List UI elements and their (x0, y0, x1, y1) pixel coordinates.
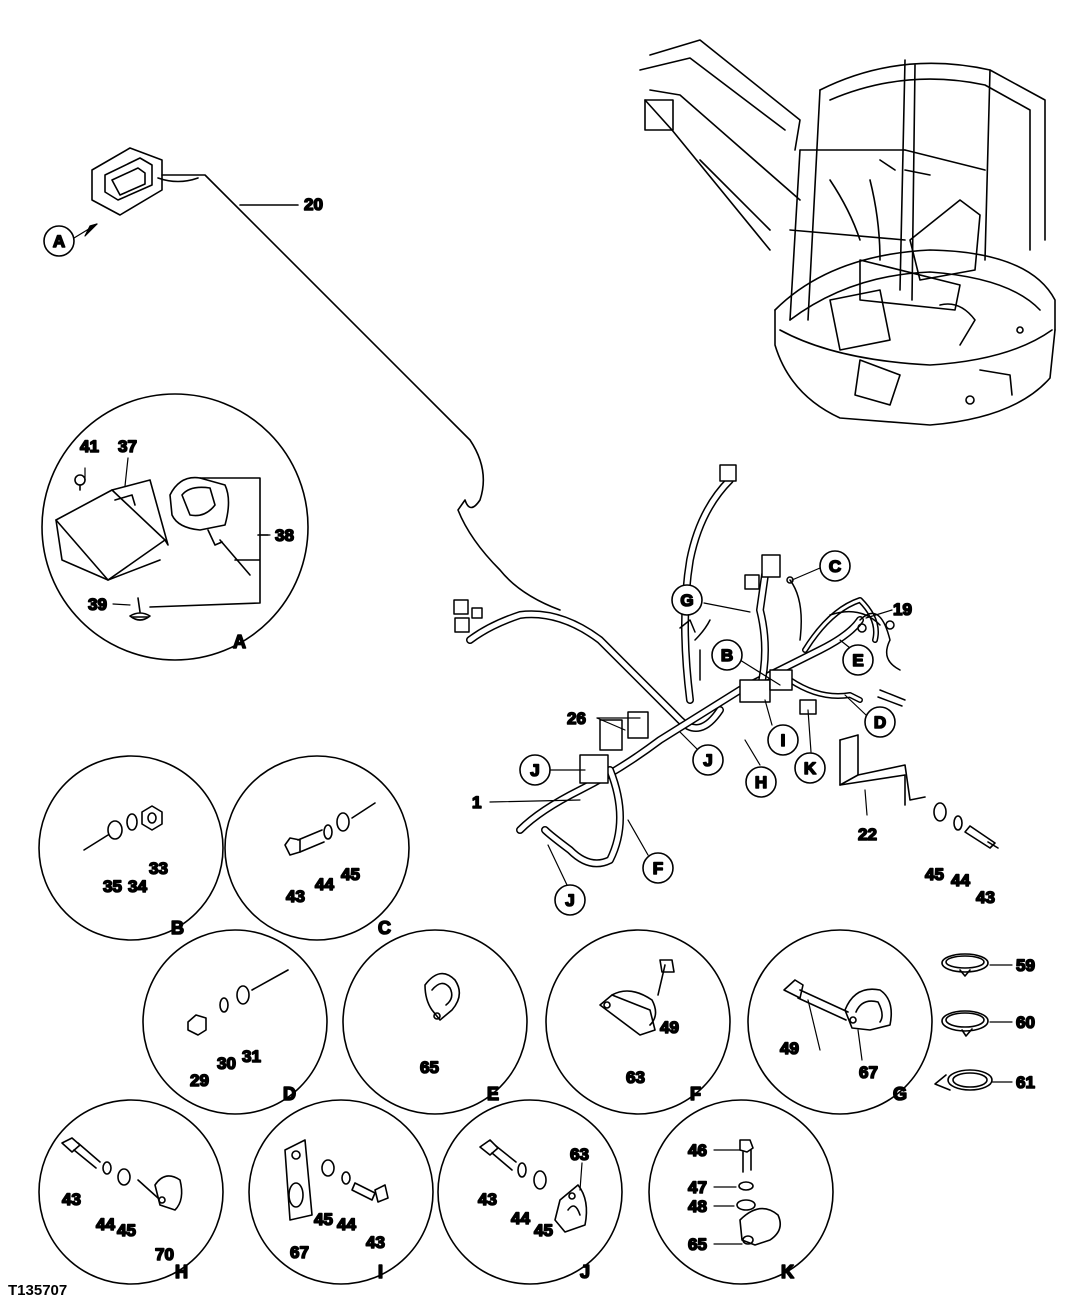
detail-d-part-31: 31 (242, 1047, 261, 1066)
detail-c-part-44: 44 (315, 875, 334, 894)
callout-c: C (829, 557, 841, 576)
leader-lines (73, 223, 1013, 1245)
part-number-59: 59 (1016, 956, 1035, 975)
detail-a-drawing (55, 474, 269, 621)
detail-j-part-43: 43 (478, 1190, 497, 1209)
callout-j-bottom: J (565, 891, 574, 910)
detail-b-part-33: 33 (149, 859, 168, 878)
detail-c-caption: C (378, 918, 391, 938)
detail-b-caption: B (171, 918, 184, 938)
detail-k-part-65: 65 (688, 1235, 707, 1254)
detail-h-part-70: 70 (155, 1245, 174, 1264)
detail-d-part-30: 30 (217, 1054, 236, 1073)
detail-j-part-45: 45 (534, 1221, 553, 1240)
callout-k: K (804, 759, 817, 778)
callout-b: B (721, 646, 733, 665)
detail-f-part-49: 49 (660, 1018, 679, 1037)
side-clamps-drawing (934, 953, 993, 1091)
detail-c-part-45: 45 (341, 865, 360, 884)
detail-a-part-38: 38 (275, 526, 294, 545)
detail-b-part-35: 35 (103, 877, 122, 896)
detail-i-part-44: 44 (337, 1215, 356, 1234)
detail-i-part-45: 45 (314, 1210, 333, 1229)
detail-c-part-43: 43 (286, 887, 305, 906)
detail-b-part-34: 34 (128, 877, 147, 896)
detail-j-drawing (479, 1139, 588, 1233)
work-light-with-cable (91, 147, 561, 611)
callout-circles (43, 225, 896, 916)
part-number-44: 44 (951, 871, 970, 890)
detail-i-part-67: 67 (290, 1243, 309, 1262)
detail-h-caption: H (175, 1262, 188, 1282)
detail-g-part-49: 49 (780, 1039, 799, 1058)
part-number-60: 60 (1016, 1013, 1035, 1032)
detail-h-part-44: 44 (96, 1215, 115, 1234)
callout-i: I (781, 731, 786, 750)
bracket-22-assembly (839, 734, 999, 849)
detail-k-drawing (736, 1139, 781, 1246)
detail-i-drawing (284, 1139, 389, 1221)
callout-j-left: J (530, 761, 539, 780)
detail-g-part-67: 67 (859, 1063, 878, 1082)
detail-e-part-65: 65 (420, 1058, 439, 1077)
callout-f: F (653, 859, 663, 878)
detail-h-part-43: 43 (62, 1190, 81, 1209)
detail-b-drawing (83, 805, 163, 851)
detail-k-part-48: 48 (688, 1197, 707, 1216)
detail-h-part-45: 45 (117, 1221, 136, 1240)
callout-h: H (755, 773, 767, 792)
detail-j-caption: J (580, 1262, 590, 1282)
detail-d-caption: D (283, 1084, 296, 1104)
detail-f-caption: F (690, 1084, 701, 1104)
part-number-26: 26 (567, 709, 586, 728)
detail-a-caption: A (233, 632, 246, 652)
detail-d-part-29: 29 (190, 1071, 209, 1090)
figure-id: T135707 (8, 1282, 68, 1299)
detail-j-part-63: 63 (570, 1145, 589, 1164)
callout-d: D (874, 713, 886, 732)
detail-a-part-41: 41 (80, 437, 99, 456)
part-number-20: 20 (304, 195, 323, 214)
detail-g-drawing (783, 979, 893, 1031)
detail-f-part-63: 63 (626, 1068, 645, 1087)
callout-a: A (53, 232, 65, 251)
excavator-overview-drawing (639, 39, 1056, 426)
detail-e-drawing (424, 972, 461, 1021)
callout-j-right: J (703, 751, 712, 770)
part-number-45: 45 (925, 865, 944, 884)
part-number-22: 22 (858, 825, 877, 844)
detail-circle-outlines (38, 393, 933, 1285)
detail-h-drawing (61, 1137, 183, 1211)
detail-e-caption: E (487, 1084, 499, 1104)
part-number-19: 19 (893, 600, 912, 619)
detail-k-part-46: 46 (688, 1141, 707, 1160)
detail-d-drawing (187, 969, 289, 1036)
main-wire-harness (453, 464, 906, 868)
callout-g: G (680, 591, 693, 610)
detail-a-part-39: 39 (88, 595, 107, 614)
detail-j-part-44: 44 (511, 1209, 530, 1228)
part-number-43: 43 (976, 888, 995, 907)
detail-f-drawing (599, 959, 675, 1036)
detail-i-part-43: 43 (366, 1233, 385, 1252)
part-number-61: 61 (1016, 1073, 1035, 1092)
detail-a-part-37: 37 (118, 437, 137, 456)
detail-k-part-47: 47 (688, 1178, 707, 1197)
detail-g-caption: G (893, 1084, 907, 1104)
part-number-1: 1 (472, 793, 481, 812)
detail-k-caption: K (781, 1262, 794, 1282)
detail-c-drawing (284, 802, 376, 856)
callout-e: E (852, 651, 863, 670)
detail-i-caption: I (378, 1262, 383, 1282)
